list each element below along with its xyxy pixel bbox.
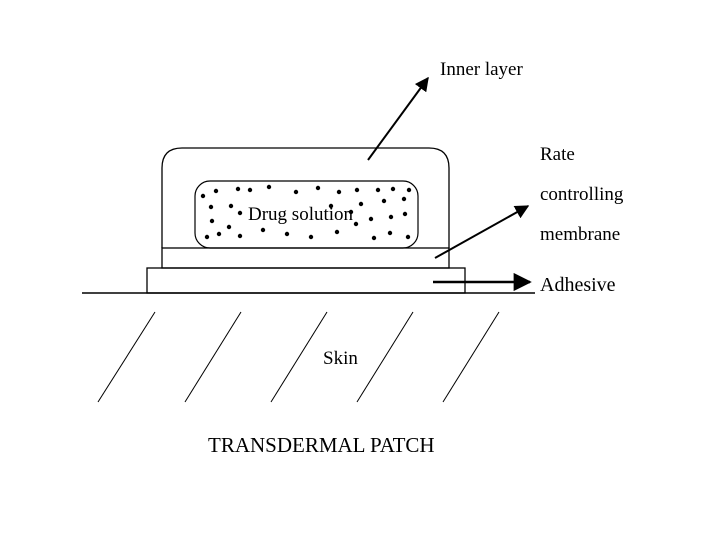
drug-particle [237,210,243,216]
diagram-title: TRANSDERMAL PATCH [208,433,435,457]
adhesive-layer [146,267,466,294]
drug-particle [405,234,411,240]
drug-particle [381,198,387,204]
drug-particle [354,187,360,193]
drug-particle [208,204,214,210]
skin-hatch-line [356,311,414,403]
drug-particle [336,189,342,195]
inner-layer-arrow [367,76,429,161]
drug-solution-label: Drug solution [248,204,354,225]
drug-particle [226,224,232,230]
inner-layer-outline [161,147,450,248]
drug-particle [284,231,290,237]
skin-hatch-line [184,311,242,403]
drug-particle [237,233,243,239]
drug-dots [200,184,412,241]
drug-particle [375,187,381,193]
drug-particle [401,196,407,202]
rate-label-line1: Rate [540,144,575,165]
rate-label-line2: controlling [540,184,624,205]
skin-hatch-line [97,311,156,403]
drug-particle [315,185,321,191]
drug-particle [348,209,354,215]
rate-controlling-membrane [161,247,450,269]
drug-particle [334,229,340,235]
drug-particle [216,231,222,237]
drug-particle [402,211,408,217]
drug-particle [235,186,241,192]
drug-reservoir [194,180,419,249]
drug-particle [308,234,314,240]
drug-particle [209,218,215,224]
drug-particle [247,187,253,193]
drug-particle [228,203,234,209]
drug-particle [368,216,374,222]
drug-particle [387,230,393,236]
drug-particle [390,186,396,192]
drug-particle [328,203,334,209]
drug-particle [204,234,210,240]
skin-hatch-line [442,311,500,403]
drug-particle [213,188,219,194]
drug-particle [293,189,299,195]
drug-particle [200,193,206,199]
membrane-arrow [434,205,530,259]
skin-hatch-line [270,311,328,403]
rate-label-line3: membrane [540,224,620,245]
drug-particle [406,187,412,193]
drug-particle [358,201,364,207]
drug-particle [388,214,394,220]
skin-hatching [97,311,500,403]
adhesive-label: Adhesive [540,274,616,296]
inner-layer-label: Inner layer [440,59,523,80]
drug-particle [260,227,266,233]
drug-particle [266,184,272,190]
drug-particle [353,221,359,227]
skin-label: Skin [323,348,358,369]
drug-particle [371,235,377,241]
